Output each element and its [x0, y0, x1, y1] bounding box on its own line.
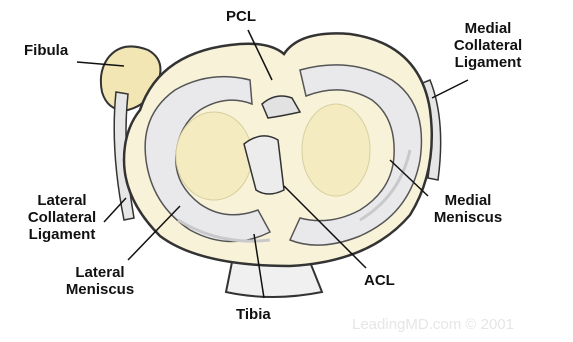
label-medial-meniscus-line1: Medial: [420, 192, 516, 209]
label-medial-collateral-ligament: Medial Collateral Ligament: [440, 20, 536, 71]
label-lateral-meniscus: Lateral Meniscus: [54, 264, 146, 298]
lateral-articular-surface: [176, 112, 252, 200]
label-lcl-line3: Ligament: [16, 226, 108, 243]
watermark: LeadingMD.com © 2001: [352, 316, 514, 333]
label-tibia: Tibia: [236, 306, 271, 323]
leader-mcl: [432, 80, 468, 98]
label-lateral-meniscus-line1: Lateral: [54, 264, 146, 281]
label-mcl-line2: Collateral: [440, 37, 536, 54]
label-mcl-line1: Medial: [440, 20, 536, 37]
label-lcl-line2: Collateral: [16, 209, 108, 226]
label-fibula: Fibula: [24, 42, 68, 59]
label-medial-meniscus: Medial Meniscus: [420, 192, 516, 226]
label-lateral-meniscus-line2: Meniscus: [54, 281, 146, 298]
label-lcl-line1: Lateral: [16, 192, 108, 209]
tibia-shaft: [226, 262, 322, 297]
label-lateral-collateral-ligament: Lateral Collateral Ligament: [16, 192, 108, 243]
medial-articular-surface: [302, 104, 370, 196]
label-mcl-line3: Ligament: [440, 54, 536, 71]
label-medial-meniscus-line2: Meniscus: [420, 209, 516, 226]
label-pcl: PCL: [226, 8, 256, 25]
label-acl: ACL: [364, 272, 395, 289]
